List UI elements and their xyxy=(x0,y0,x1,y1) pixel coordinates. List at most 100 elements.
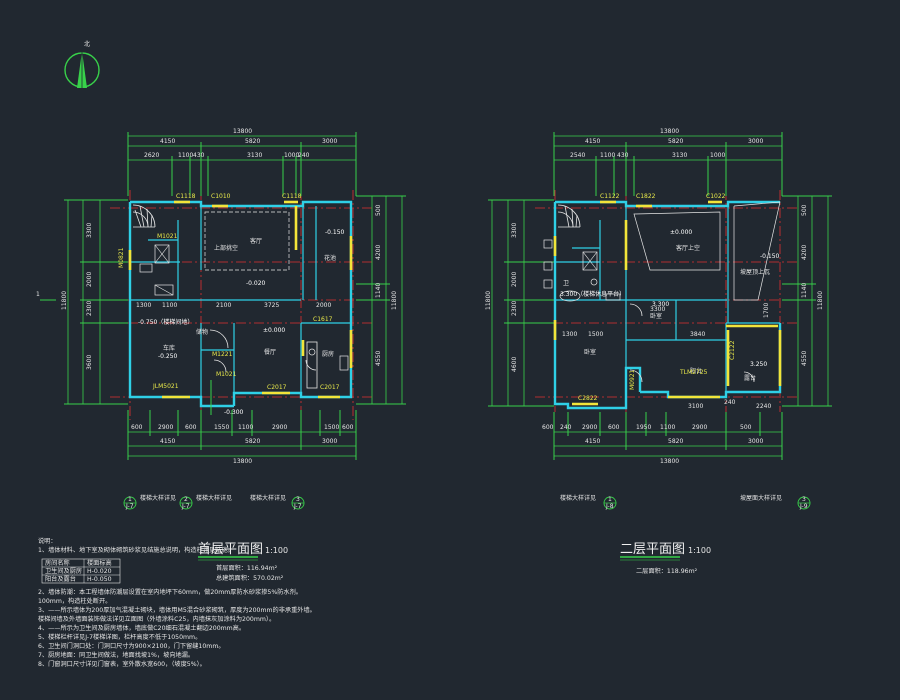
plan1-scale: 1:100 xyxy=(265,546,288,555)
level-1: -0.150 xyxy=(325,229,345,236)
room2-bed2: 卧室 xyxy=(650,312,662,320)
plan2-title: 二层平面图 xyxy=(620,542,685,557)
tag2-dim-2240: 2240 xyxy=(756,403,771,410)
dim-bottom-detail-4: 1550 xyxy=(214,424,229,431)
svg-text:J-7: J-7 xyxy=(125,503,134,510)
dim-top-detail-2: 1100 xyxy=(178,152,193,159)
dim2-bottom-mid-3: 3000 xyxy=(748,438,763,445)
dim2-left-1: 3300 xyxy=(511,223,518,238)
dim2-right-1: 500 xyxy=(801,204,808,216)
dim2-right-2: 4200 xyxy=(801,245,808,260)
level2-5: 3.300（楼梯休息平台） xyxy=(560,290,625,298)
svg-text:楼梯大样详见: 楼梯大样详见 xyxy=(196,494,232,502)
table-cell-1-2: H-0.020 xyxy=(87,568,112,575)
plan1-area: 首层面积：116.94m² xyxy=(216,564,278,572)
dim-top-detail-1: 2620 xyxy=(144,152,159,159)
top-dimensions-2: 13800 4150 5820 3000 2540 1100 430 3130 … xyxy=(553,128,783,196)
right-dimensions-2: 500 4200 1140 4550 11800 xyxy=(782,195,832,407)
tag2-c3: C1022 xyxy=(706,193,726,200)
room2-terrace: 露台 xyxy=(744,374,756,382)
level2-4: -0.150 xyxy=(760,253,780,260)
kitchen-fixtures xyxy=(306,341,349,389)
tag-c1: C1118 xyxy=(176,193,196,200)
svg-text:3: 3 xyxy=(802,496,806,503)
dim-right-3: 1140 xyxy=(375,283,382,298)
plan2-area: 二层面积：118.96m² xyxy=(636,567,698,575)
dim-bottom-detail-8: 600 xyxy=(342,424,354,431)
section-marker-3: 3 J-7 楼梯大样详见 xyxy=(250,494,305,510)
bottom-dimensions: 600 2900 600 1550 1100 2900 1500 600 415… xyxy=(127,410,357,465)
notes-line-3: 100mm，构造柱处断开。 xyxy=(38,597,111,605)
plan-second-floor: 13800 4150 5820 3000 2540 1100 430 3130 … xyxy=(485,128,832,575)
dim-top-detail-5: 1000 xyxy=(284,152,299,159)
tag2-c1: C1122 xyxy=(600,193,620,200)
room-upper-void: 上部挑空 xyxy=(214,244,238,252)
spiral-stair xyxy=(132,204,156,228)
notes-line-9: 7、厨房地面：同卫生间做法，地面找坡1%，坡向地漏。 xyxy=(38,651,194,659)
dim2-bottom-detail-4: 600 xyxy=(608,424,620,431)
tag-c5: C2017 xyxy=(320,384,340,391)
dim-left-3: 2300 xyxy=(86,301,93,316)
section2-marker-1: 1 J-8 楼梯大样详见 xyxy=(560,494,617,510)
notes-line-6: 4、——所示为卫生间及厨房墙体，墙底做C20细石混凝土翻边200mm高。 xyxy=(38,624,245,632)
tag-c6: C1617 xyxy=(313,316,333,323)
tag-m4: M0821 xyxy=(118,247,125,268)
notes-line-10: 8、门窗洞口尺寸详见门窗表，室外散水宽600，（坡度5%）。 xyxy=(38,660,206,668)
dim2-bottom-detail-7: 2900 xyxy=(692,424,707,431)
north-label: 北 xyxy=(84,40,90,48)
dim-bottom-detail-7: 1500 xyxy=(324,424,339,431)
dim2-bottom-detail-1: 600 xyxy=(542,424,554,431)
dim2-right-4: 4550 xyxy=(801,351,808,366)
tag2-c2: C1822 xyxy=(636,193,656,200)
dim-bottom-detail-6: 2900 xyxy=(272,424,287,431)
right-dimensions: 500 4200 1140 4550 11800 xyxy=(356,195,406,405)
svg-text:楼梯大样详见: 楼梯大样详见 xyxy=(140,494,176,502)
svg-text:坡屋面大样详见: 坡屋面大样详见 xyxy=(740,494,782,502)
doors-2 xyxy=(629,303,755,383)
dim-left-2: 2000 xyxy=(86,272,93,287)
axis-mark-left: 1 xyxy=(36,291,40,298)
notes-line-1: 1、墙体材料、地下室及砌体砌筑砂浆见结施总说明，构造柱详见结施。 xyxy=(38,546,234,554)
tag-dim-1100: 1100 xyxy=(162,302,177,309)
table-cell-2-1: 阳台及露台 xyxy=(45,575,76,583)
dim2-right-3: 1140 xyxy=(801,283,808,298)
section-marker-2: 2 J-7 楼梯大样详见 xyxy=(179,494,232,510)
tag2-dim-3300: 3300 xyxy=(650,306,665,313)
dim-bottom-mid-3: 3000 xyxy=(322,438,337,445)
notes-line-8: 6、卫生间门洞口处：门洞口尺寸为900×2100，门下留缝10mm。 xyxy=(38,642,225,650)
tag2-dim-240: 240 xyxy=(724,399,736,406)
dim-top-detail-4: 3130 xyxy=(247,152,262,159)
plan1-title: 首层平面图 xyxy=(198,542,263,557)
dim-bottom-detail-1: 600 xyxy=(131,424,143,431)
level2-3: 3.250 xyxy=(750,361,767,368)
svg-text:J-8: J-8 xyxy=(605,503,614,510)
room2-roof: 坡屋顶上瓦 xyxy=(740,268,770,276)
svg-text:1: 1 xyxy=(128,496,132,503)
dim2-bottom-detail-2: 240 xyxy=(560,424,572,431)
dim2-bottom-mid-2: 5820 xyxy=(668,438,683,445)
plan1-total-area: 总建筑面积：570.02m² xyxy=(216,574,284,582)
level2-2: 3.300 xyxy=(652,301,669,308)
table-cell-1-1: 卫生间及厨房 xyxy=(45,567,82,575)
dim2-top-mid-3: 3000 xyxy=(748,138,763,145)
notes-line-2: 2、墙体防潮：本工程墙体防潮层设置在室内地坪下60mm，做20mm厚防水砂浆掺5… xyxy=(38,588,302,596)
notes-line-4: 3、——所示墙体为200厚加气混凝土砌块，墙体用M5混合砂浆砌筑，厚度为200m… xyxy=(38,606,316,614)
dim2-top-total: 13800 xyxy=(660,128,679,135)
dim-top-total: 13800 xyxy=(233,128,252,135)
dim2-top-detail-4: 3130 xyxy=(672,152,687,159)
dim2-top-mid-1: 4150 xyxy=(585,138,600,145)
dim2-bottom-total: 13800 xyxy=(660,458,679,465)
dim-bottom-detail-5: 1100 xyxy=(238,424,253,431)
dim2-left-2: 2000 xyxy=(511,272,518,287)
section-marker-1: 1 J-7 楼梯大样详见 xyxy=(123,494,176,510)
level-6: -0.020 xyxy=(246,280,266,287)
doors xyxy=(209,329,317,373)
room2-void: 客厅上空 xyxy=(676,244,700,252)
room-kitchen: 厨房 xyxy=(322,350,334,358)
room-store: 储物 xyxy=(196,328,208,336)
tag2-dim-1700: 1700 xyxy=(763,303,770,318)
dim2-bottom-detail-3: 2900 xyxy=(582,424,597,431)
table-header-2: 楼面标高 xyxy=(87,559,112,567)
dim-bottom-mid-1: 4150 xyxy=(160,438,175,445)
